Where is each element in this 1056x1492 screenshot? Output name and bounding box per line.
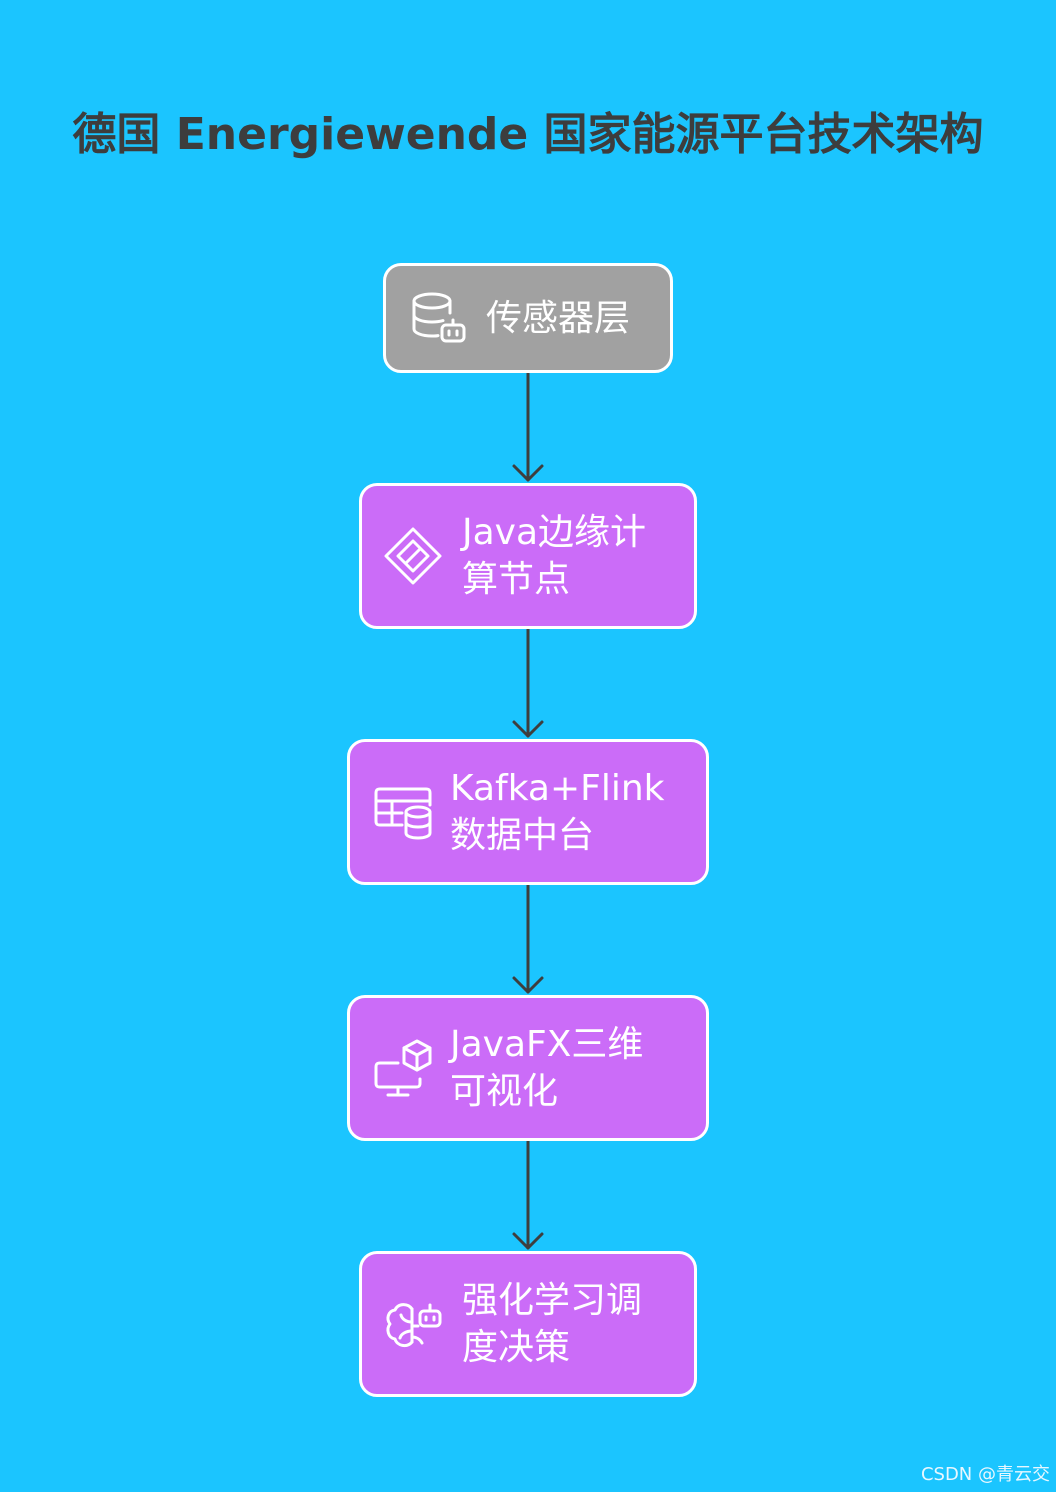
brain-robot-icon [382, 1293, 444, 1355]
node-javafx-3d-visualization: JavaFX三维可视化 [347, 995, 709, 1141]
node-label: JavaFX三维可视化 [450, 1024, 644, 1112]
node-label: 强化学习调度决策 [462, 1280, 643, 1368]
table-database-icon [372, 781, 434, 843]
arrow-4 [512, 1139, 544, 1250]
node-reinforcement-learning-scheduling: 强化学习调度决策 [359, 1251, 697, 1397]
arrow-2 [512, 627, 544, 738]
monitor-cube-icon [372, 1037, 434, 1099]
arrow-1 [512, 371, 544, 482]
arrow-3 [512, 883, 544, 994]
node-kafka-flink-data-platform: Kafka+Flink数据中台 [347, 739, 709, 885]
node-label: Kafka+Flink数据中台 [450, 768, 665, 856]
watermark: CSDN @青云交 [920, 1464, 1050, 1485]
node-java-edge-computing: Java边缘计算节点 [359, 483, 697, 629]
database-robot-icon [408, 287, 470, 349]
diagram-title: 德国 Energiewende 国家能源平台技术架构 [72, 109, 984, 160]
diamond-link-icon [382, 525, 444, 587]
node-label: Java边缘计算节点 [462, 512, 647, 600]
node-label: 传感器层 [486, 297, 631, 339]
node-sensor-layer: 传感器层 [383, 263, 673, 373]
